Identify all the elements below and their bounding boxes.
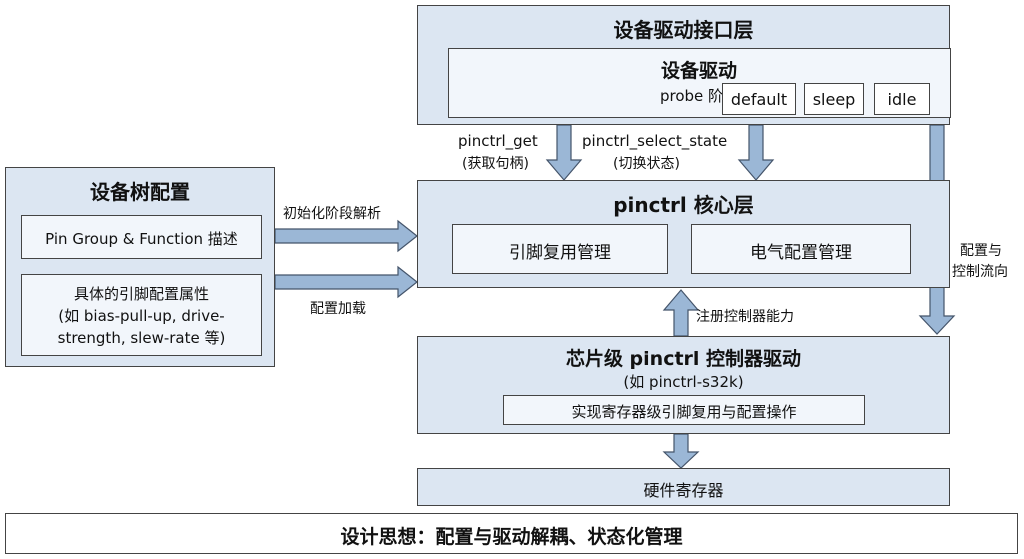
arrow-register — [662, 289, 700, 337]
label-pinctrl-get-2: (获取句柄) — [462, 156, 529, 172]
state-idle: idle — [874, 83, 930, 115]
chip-layer-subtitle: (如 pinctrl-s32k) — [623, 373, 744, 391]
arrow-init-parse — [274, 219, 418, 253]
label-config-flow-1: 配置与 — [960, 243, 1002, 259]
state-default-label: default — [730, 90, 788, 109]
core-layer-title: pinctrl 核心层 — [613, 193, 754, 217]
arrow-to-hardware — [662, 433, 700, 469]
device-driver-interface-layer: 设备驱动接口层 设备驱动 probe 阶段 default sleep idle — [417, 5, 951, 125]
device-driver-title: 设备驱动 — [660, 60, 737, 82]
electrical-config-module-label: 电气配置管理 — [750, 243, 852, 263]
dt-pin-properties-line3: strength, slew-rate 等) — [57, 329, 226, 347]
design-philosophy-text: 设计思想：配置与驱动解耦、状态化管理 — [340, 526, 683, 548]
label-config-flow-2: 控制流向 — [952, 264, 1008, 280]
label-config-load: 配置加载 — [310, 301, 366, 317]
design-philosophy-footer: 设计思想：配置与驱动解耦、状态化管理 — [5, 513, 1018, 554]
arrow-config-load — [274, 265, 418, 299]
arrow-select-state — [737, 124, 775, 181]
electrical-config-module: 电气配置管理 — [691, 224, 911, 274]
pin-mux-module-label: 引脚复用管理 — [509, 243, 611, 263]
dt-pin-group-item: Pin Group & Function 描述 — [21, 215, 262, 259]
device-tree-config: 设备树配置 Pin Group & Function 描述 具体的引脚配置属性 … — [5, 167, 275, 367]
chip-layer-title: 芯片级 pinctrl 控制器驱动 — [565, 348, 802, 370]
dt-config-title: 设备树配置 — [90, 180, 190, 204]
label-pinctrl-get-1: pinctrl_get — [458, 132, 538, 150]
interface-layer-title: 设备驱动接口层 — [613, 18, 754, 42]
dt-pin-group-label: Pin Group & Function 描述 — [45, 230, 238, 248]
device-driver-box: 设备驱动 probe 阶段 — [448, 48, 951, 118]
pinctrl-core-layer: pinctrl 核心层 引脚复用管理 电气配置管理 — [417, 180, 950, 288]
hardware-registers: 硬件寄存器 — [417, 468, 950, 506]
state-sleep-label: sleep — [812, 90, 856, 109]
register-ops-label: 实现寄存器级引脚复用与配置操作 — [571, 403, 797, 421]
state-sleep: sleep — [804, 83, 864, 115]
label-init-parse: 初始化阶段解析 — [283, 206, 381, 222]
state-default: default — [722, 83, 796, 115]
label-select-state-2: (切换状态) — [613, 156, 680, 172]
pin-mux-module: 引脚复用管理 — [452, 224, 668, 274]
dt-pin-properties-line2: (如 bias-pull-up, drive- — [58, 307, 225, 325]
dt-pin-properties-item: 具体的引脚配置属性 (如 bias-pull-up, drive- streng… — [21, 274, 262, 356]
label-select-state-1: pinctrl_select_state — [582, 132, 728, 150]
arrow-pinctrl-get — [545, 124, 583, 181]
hardware-registers-label: 硬件寄存器 — [643, 481, 724, 500]
device-driver-subtitle: probe 阶段 — [659, 87, 739, 105]
state-idle-label: idle — [887, 90, 917, 109]
chip-pinctrl-driver-layer: 芯片级 pinctrl 控制器驱动 (如 pinctrl-s32k) 实现寄存器… — [417, 336, 950, 434]
dt-pin-properties-line1: 具体的引脚配置属性 — [73, 285, 209, 303]
label-register-ctrl: 注册控制器能力 — [696, 309, 794, 325]
register-ops-box: 实现寄存器级引脚复用与配置操作 — [503, 395, 865, 425]
